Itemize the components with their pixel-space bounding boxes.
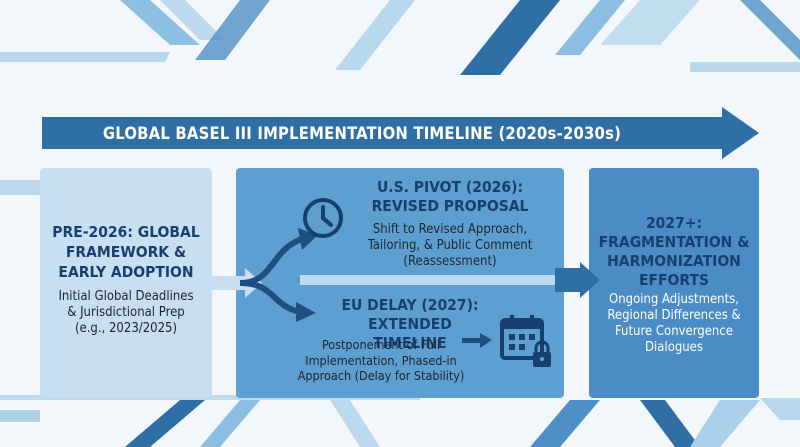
us-pivot-body: Shift to Revised Approach, Tailoring, & … [345,222,555,270]
eu-delay-body: Postponement of Full Implementation, Pha… [276,337,486,384]
body-line: Initial Global Deadlines [58,289,194,304]
body-line: Dialogues [645,340,703,355]
body-line: (Reassessment) [403,254,497,269]
body-line: Ongoing Adjustments, [609,292,739,307]
calendar-lock-icon [500,315,551,367]
eu-delay-heading: EU DELAY (2027): EXTENDED TIMELINE [330,296,490,353]
body-line: Approach (Delay for Stability) [297,368,465,383]
body-line: Regional Differences & [607,308,741,323]
body-line: Future Convergence [615,324,733,339]
body-line: (e.g., 2023/2025) [74,321,178,336]
heading-line: HARMONIZATION [607,252,741,270]
stage-pre-2026-box [40,168,212,398]
stage-2027-plus-body: Ongoing Adjustments, Regional Difference… [591,292,757,356]
us-pivot-heading: U.S. PIVOT (2026): REVISED PROPOSAL [345,178,555,216]
heading-line: EARLY ADOPTION [58,263,194,281]
body-line: Postponement of Full [321,337,441,352]
body-line: & Jurisdictional Prep [67,305,185,320]
heading-line: U.S. PIVOT (2026): [376,178,524,196]
body-line: Implementation, Phased-in [305,352,457,368]
heading-line: EFFORTS [638,271,710,289]
stage-pre-2026-heading: PRE-2026: GLOBAL FRAMEWORK & EARLY ADOPT… [42,222,210,282]
clock-icon [303,198,343,238]
stage-pre-2026-body: Initial Global Deadlines & Jurisdictiona… [42,289,210,337]
timeline-title: GLOBAL BASEL III IMPLEMENTATION TIMELINE… [102,123,622,143]
stage-2027-plus-box [589,168,759,398]
heading-line: EXTENDED TIMELINE [368,315,452,352]
heading-line: REVISED PROPOSAL [371,197,529,215]
heading-line: 2027+: [645,214,703,232]
heading-line: FRAMEWORK & [65,243,187,261]
body-line: Tailoring, & Public Comment [367,238,533,253]
body-line: Shift to Revised Approach, [372,222,528,237]
heading-line: PRE-2026: GLOBAL [52,223,200,241]
stage-2027-plus-heading: 2027+: FRAGMENTATION & HARMONIZATION EFF… [591,214,757,290]
heading-line: EU DELAY (2027): [341,296,479,314]
heading-line: FRAGMENTATION & [598,233,750,251]
timeline-banner-arrow [42,107,759,159]
